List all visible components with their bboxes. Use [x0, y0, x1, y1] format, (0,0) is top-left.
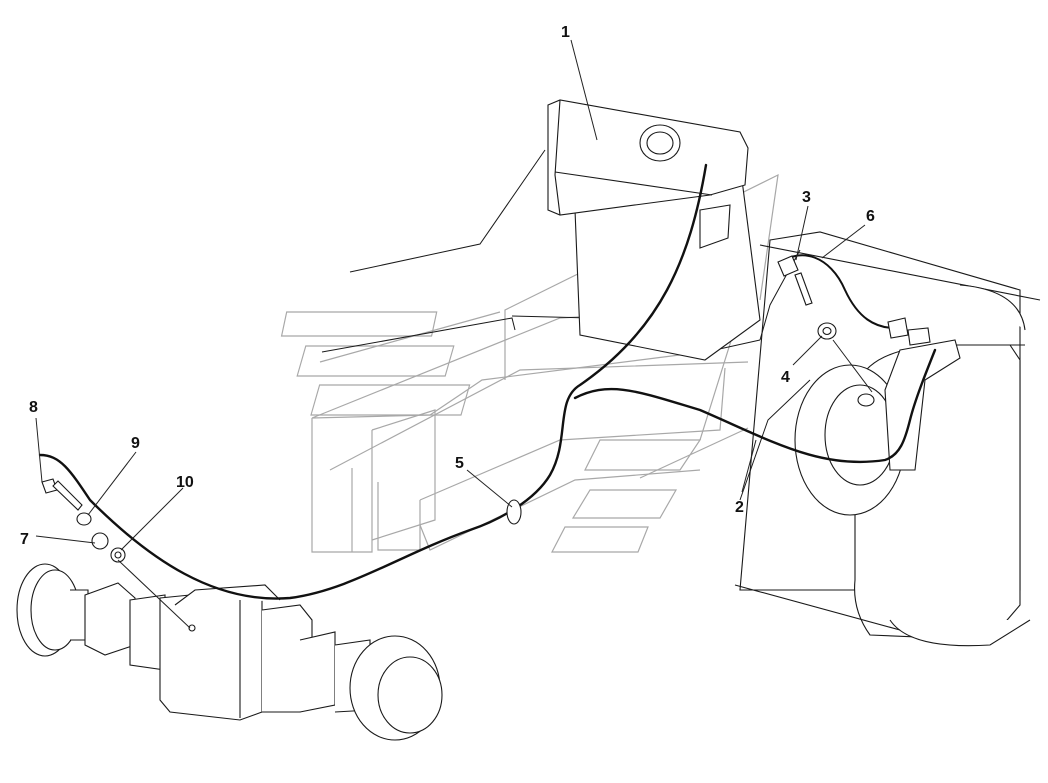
leader-lines	[35, 39, 873, 629]
fitting-hose-6	[777, 254, 931, 346]
callout-1: 1	[561, 24, 570, 41]
callout-6: 6	[866, 208, 875, 225]
brake-line-2	[38, 163, 937, 600]
callout-10: 10	[176, 474, 194, 491]
callout-9: 9	[131, 435, 140, 452]
hose-clamp-5	[506, 499, 522, 525]
nut-4	[817, 322, 837, 340]
callout-4: 4	[781, 369, 790, 386]
left-fittings	[41, 478, 126, 563]
callout-3: 3	[802, 189, 811, 206]
callout-labels: 1 2 3 4 5 6 7 8 9 10	[20, 24, 875, 548]
front-axle	[734, 231, 1041, 647]
callout-7: 7	[20, 531, 29, 548]
callout-5: 5	[455, 455, 464, 472]
rear-axle	[16, 563, 443, 741]
callout-2: 2	[735, 499, 744, 516]
reservoir	[547, 99, 761, 361]
callout-8: 8	[29, 399, 38, 416]
